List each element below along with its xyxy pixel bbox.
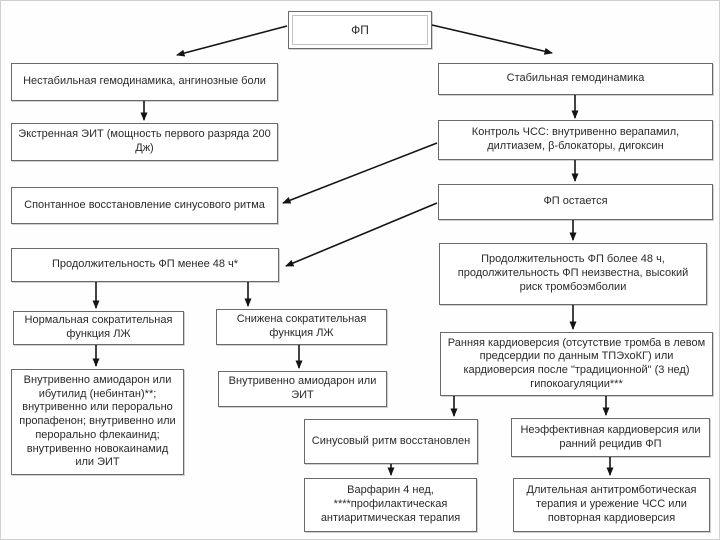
node-fp-persists: ФП остается bbox=[438, 184, 713, 220]
node-normal-lv-treatment: Внутривенно амиодарон или ибутилид (неби… bbox=[11, 369, 184, 475]
node-ineffective-cardioversion: Неэффективная кардиоверсия или ранний ре… bbox=[511, 418, 710, 457]
node-warfarin-therapy: Варфарин 4 нед, ****профилактическая ант… bbox=[304, 478, 477, 532]
node-rate-control: Контроль ЧСС: внутривенно верапамил, дил… bbox=[438, 120, 713, 160]
arrow-fp-to-stable bbox=[431, 24, 553, 55]
node-long-term-therapy: Длительная антитромботическая терапия и … bbox=[513, 478, 710, 532]
arrow-rate-control-to-spontaneous bbox=[282, 142, 438, 204]
arrow-fp-to-unstable bbox=[176, 25, 288, 57]
node-reduced-lv-treatment: Внутривенно амиодарон или ЭИТ bbox=[218, 371, 387, 407]
arrow-fp-persists-to-less-48h bbox=[285, 202, 438, 267]
node-sinus-rhythm-restored: Синусовый ритм восстановлен bbox=[304, 419, 478, 464]
node-normal-lv-function: Нормальная сократительная функция ЛЖ bbox=[13, 311, 184, 345]
node-stable-hemodynamics: Стабильная гемодинамика bbox=[438, 63, 713, 95]
node-duration-more-48h: Продолжительность ФП более 48 ч, продолж… bbox=[439, 243, 707, 305]
node-fp: ФП bbox=[288, 11, 432, 49]
node-duration-less-48h: Продолжительность ФП менее 48 ч* bbox=[11, 248, 279, 282]
node-reduced-lv-function: Снижена сократительная функция ЛЖ bbox=[216, 309, 387, 345]
node-spontaneous-sinus-recovery: Спонтанное восстановление синусового рит… bbox=[11, 187, 278, 224]
node-early-cardioversion: Ранняя кардиоверсия (отсутствие тромба в… bbox=[440, 332, 713, 396]
node-unstable-hemodynamics: Нестабильная гемодинамика, ангинозные бо… bbox=[11, 63, 278, 101]
node-emergency-eit: Экстренная ЭИТ (мощность первого разряда… bbox=[11, 123, 278, 161]
